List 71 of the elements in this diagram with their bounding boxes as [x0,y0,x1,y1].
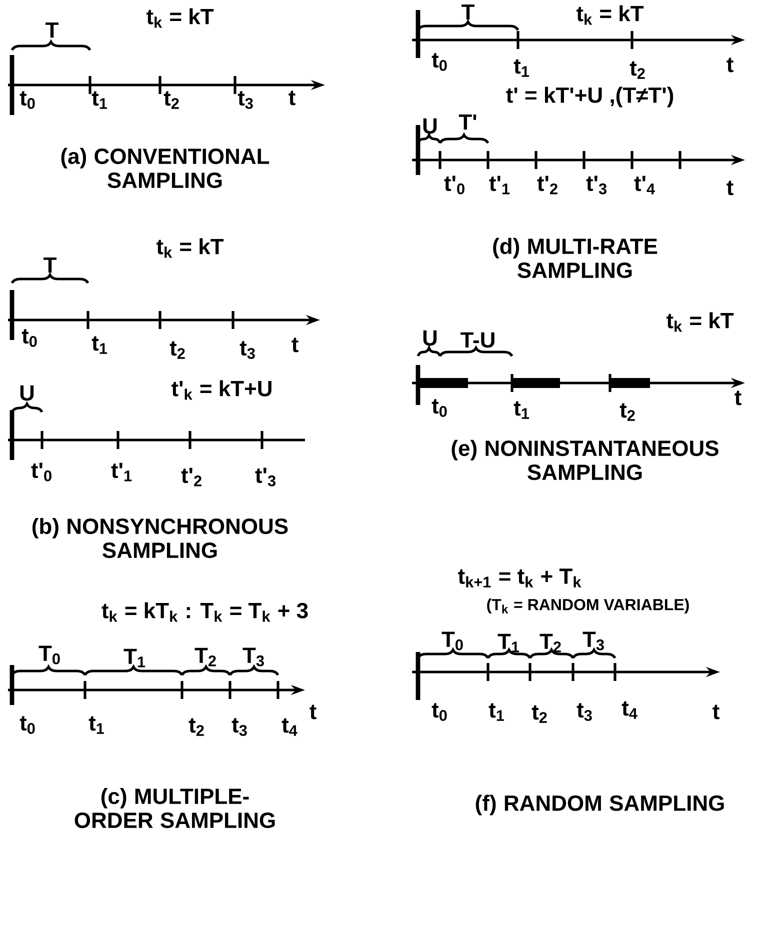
interval-label: T$_{0}$ [442,632,463,650]
time-label: t [734,390,742,406]
equation: t' = kT'+U ,(T≠T') [506,86,674,108]
time-label: t$_{0}$ [432,53,447,71]
time-label: t'$_{2}$ [537,176,558,194]
time-label: t$_{1}$ [92,336,107,354]
time-label: t [310,704,316,720]
time-label: t [288,90,296,106]
caption: (b) NONSYNCHRONOUS SAMPLING [32,518,288,558]
time-label: t$_{0}$ [22,329,37,347]
time-label: t'$_{0}$ [31,462,52,482]
interval-label: T$_{2}$ [540,634,561,652]
interval-label: T$_{1}$ [498,634,520,652]
time-label: t'$_{1}$ [489,176,510,194]
time-label: t$_{2}$ [188,718,204,736]
time-label: t'$_{3}$ [586,176,606,194]
equation: t$_{k+1}$ = t$_{k}$ + T$_{k}$ [458,568,582,588]
interval-label: T$_{3}$ [582,632,604,650]
time-label: t$_{4}$ [282,718,298,736]
time-label: t$_{2}$ [170,341,185,359]
caption: (d) MULTI-RATE SAMPLING [493,238,658,278]
time-label: t'$_{0}$ [444,176,464,194]
interval-label: U [20,385,34,401]
time-label: t [712,704,720,720]
interval-label: T [46,22,58,38]
time-label: t'$_{3}$ [255,468,276,486]
time-label: t$_{3}$ [576,703,592,721]
note: (T$_{k}$ = RANDOM VARIABLE) [487,598,689,614]
equation: t$_{k}$ = kT$_{k}$ : T$_{k}$ = T$_{k}$ + 3 [102,602,308,622]
time-label: t$_{0}$ [20,91,35,109]
time-label: t [726,58,734,72]
equation: t$_{k}$ = kT [156,238,224,258]
interval-label: T$_{3}$ [242,648,264,666]
time-label: t$_{3}$ [232,718,247,736]
time-label: t$_{0}$ [20,716,35,734]
interval-label: U [423,330,437,346]
time-label: t$_{2}$ [620,403,635,421]
time-label: t$_{2}$ [164,91,179,109]
time-label: t$_{4}$ [622,701,638,719]
time-label: t$_{1}$ [92,91,107,109]
time-label: t$_{1}$ [88,716,104,734]
equation: t$_{k}$ = kT [666,312,734,332]
equation: t$_{k}$ = kT [576,5,644,25]
interval-label: U [423,118,437,134]
interval-label: T [462,4,474,20]
interval-label: T$_{1}$ [124,648,146,668]
caption: (f) RANDOM SAMPLING [476,794,724,816]
equation: t$_{k}$ = kT [146,8,214,28]
caption: (a) CONVENTIONAL SAMPLING [61,148,270,188]
time-label: t'$_{1}$ [111,462,132,482]
interval-label: T$_{2}$ [194,648,216,666]
caption: (c) MULTIPLE-ORDER SAMPLING [74,788,275,828]
interval-label: T' [458,114,476,130]
interval-label: T-U [460,332,494,348]
time-label: t$_{2}$ [532,705,547,723]
time-label: t$_{3}$ [240,341,255,359]
time-label: t [726,180,734,196]
equation: t'$_{k}$ = kT+U [171,380,272,400]
time-label: t$_{1}$ [514,401,529,419]
interval-label: T$_{0}$ [38,646,60,664]
time-label: t$_{2}$ [630,61,645,79]
time-label: t$_{3}$ [238,91,253,109]
caption: (e) NONINSTANTANEOUS SAMPLING [452,440,718,480]
time-label: t'$_{2}$ [181,468,202,486]
interval-label: T [44,257,56,273]
time-label: t$_{0}$ [432,399,447,417]
time-label: t [292,338,298,352]
time-label: t'$_{4}$ [634,176,655,194]
time-label: t$_{1}$ [514,59,529,77]
time-label: t$_{0}$ [432,703,447,721]
time-label: t$_{1}$ [488,703,504,721]
